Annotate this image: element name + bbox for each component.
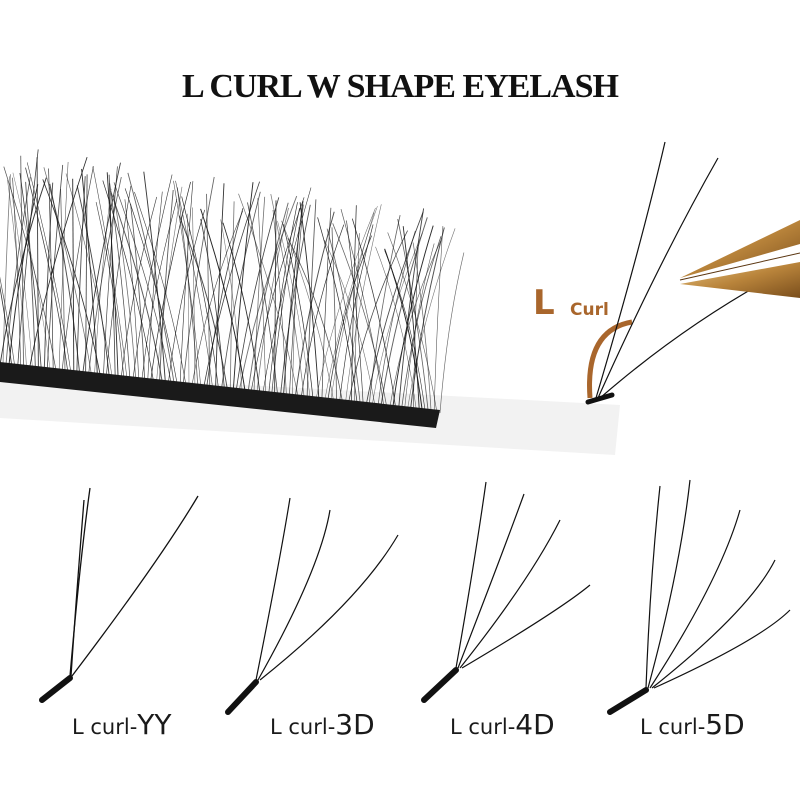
- variant-prefix: L curl-: [72, 715, 138, 739]
- fan-3d: [255, 497, 399, 681]
- variant-suffix: 3D: [335, 708, 375, 741]
- variant-prefix: L curl-: [270, 715, 336, 739]
- curl-arc: [587, 319, 633, 399]
- variant-label-5d: L curl-5D: [640, 708, 745, 741]
- variant-label-yy: L curl-YY: [72, 708, 172, 741]
- variant-label-4d: L curl-4D: [450, 708, 555, 741]
- curl-word: Curl: [570, 300, 609, 320]
- tweezer-icon: [679, 220, 800, 298]
- fan-5d: [645, 479, 791, 689]
- variant-prefix: L curl-: [640, 715, 706, 739]
- fan-yy: [69, 487, 199, 677]
- page-title: L CURL W SHAPE EYELASH: [182, 68, 619, 105]
- lash-strip-fan: [0, 149, 465, 414]
- fan-yy-base: [39, 675, 73, 703]
- variant-suffix: 4D: [515, 708, 555, 741]
- fan-3d-base: [225, 679, 259, 715]
- variant-suffix: 5D: [705, 708, 745, 741]
- curl-letter: L: [533, 283, 555, 323]
- variant-suffix: YY: [137, 708, 172, 741]
- single-fan-base: [585, 392, 615, 405]
- variant-label-3d: L curl-3D: [270, 708, 375, 741]
- lash-strip-base: [0, 362, 440, 428]
- fan-4d-base: [421, 667, 459, 703]
- variant-prefix: L curl-: [450, 715, 516, 739]
- fan-4d: [455, 481, 591, 669]
- fan-5d-base: [607, 687, 649, 715]
